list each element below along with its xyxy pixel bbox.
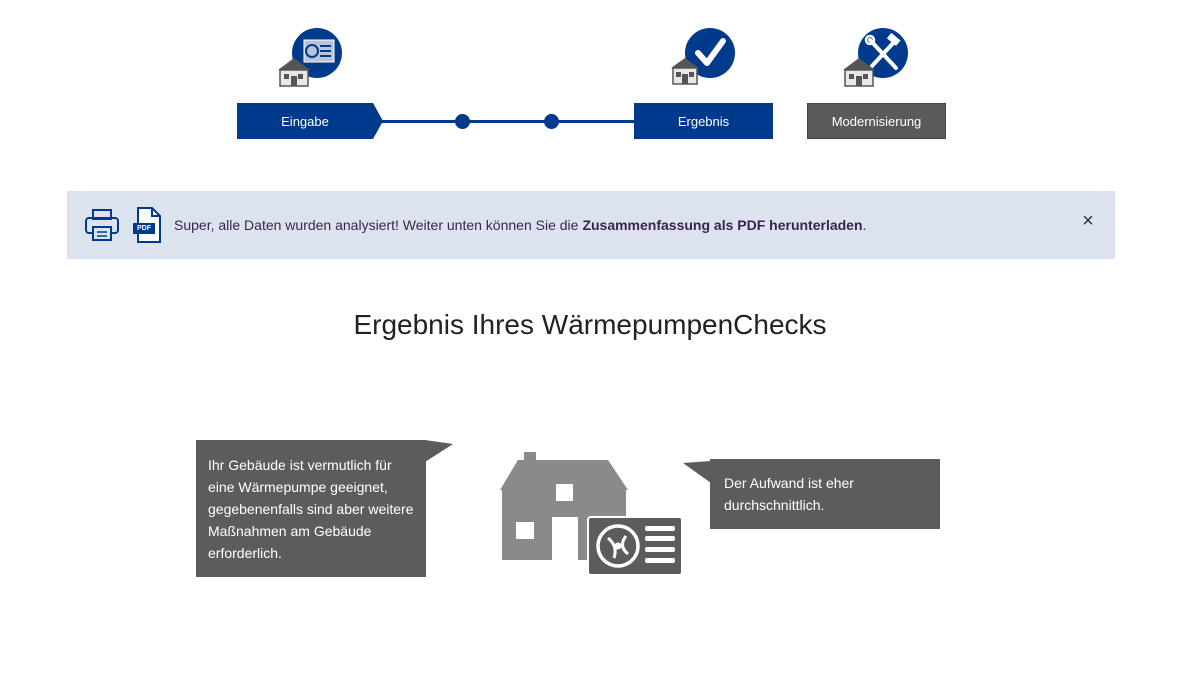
printer-icon[interactable] (84, 208, 120, 242)
step-eingabe[interactable]: Eingabe (237, 103, 383, 139)
step-modernisierung[interactable]: Modernisierung (807, 103, 946, 139)
result-title: Ergebnis Ihres WärmepumpenChecks (353, 309, 827, 340)
effort-text: Der Aufwand ist eher durchschnittlich. (724, 475, 854, 513)
suitability-text: Ihr Gebäude ist vermutlich für eine Wärm… (208, 457, 414, 561)
input-step-icon (276, 26, 346, 90)
bubble-tail (425, 440, 453, 462)
house-heatpump-icon (498, 450, 684, 578)
step-label: Modernisierung (831, 113, 922, 129)
stepper-dot (544, 114, 559, 129)
notice-message: Super, alle Daten wurden analysiert! Wei… (174, 191, 866, 259)
stepper-dot (455, 114, 470, 129)
close-icon[interactable]: × (1082, 209, 1094, 232)
notice-text-prefix: Super, alle Daten wurden analysiert! Wei… (174, 217, 579, 233)
pdf-label: PDF (137, 225, 151, 232)
step-ergebnis[interactable]: Ergebnis (634, 103, 773, 139)
pdf-download-link[interactable]: Zusammenfassung als PDF herunterladen (582, 217, 863, 233)
step-label: Ergebnis (677, 113, 730, 129)
modernization-step-icon (842, 26, 912, 90)
pdf-icon[interactable]: PDF (132, 206, 162, 244)
effort-bubble: Der Aufwand ist eher durchschnittlich. (710, 459, 940, 529)
result-step-icon (670, 26, 740, 90)
stepper-line (380, 120, 636, 123)
step-label: Eingabe (281, 113, 329, 129)
suitability-bubble: Ihr Gebäude ist vermutlich für eine Wärm… (196, 440, 426, 577)
notice-text-suffix: . (862, 217, 867, 233)
success-notice: PDF Super, alle Daten wurden analysiert!… (67, 191, 1115, 259)
bubble-tail (683, 461, 711, 483)
